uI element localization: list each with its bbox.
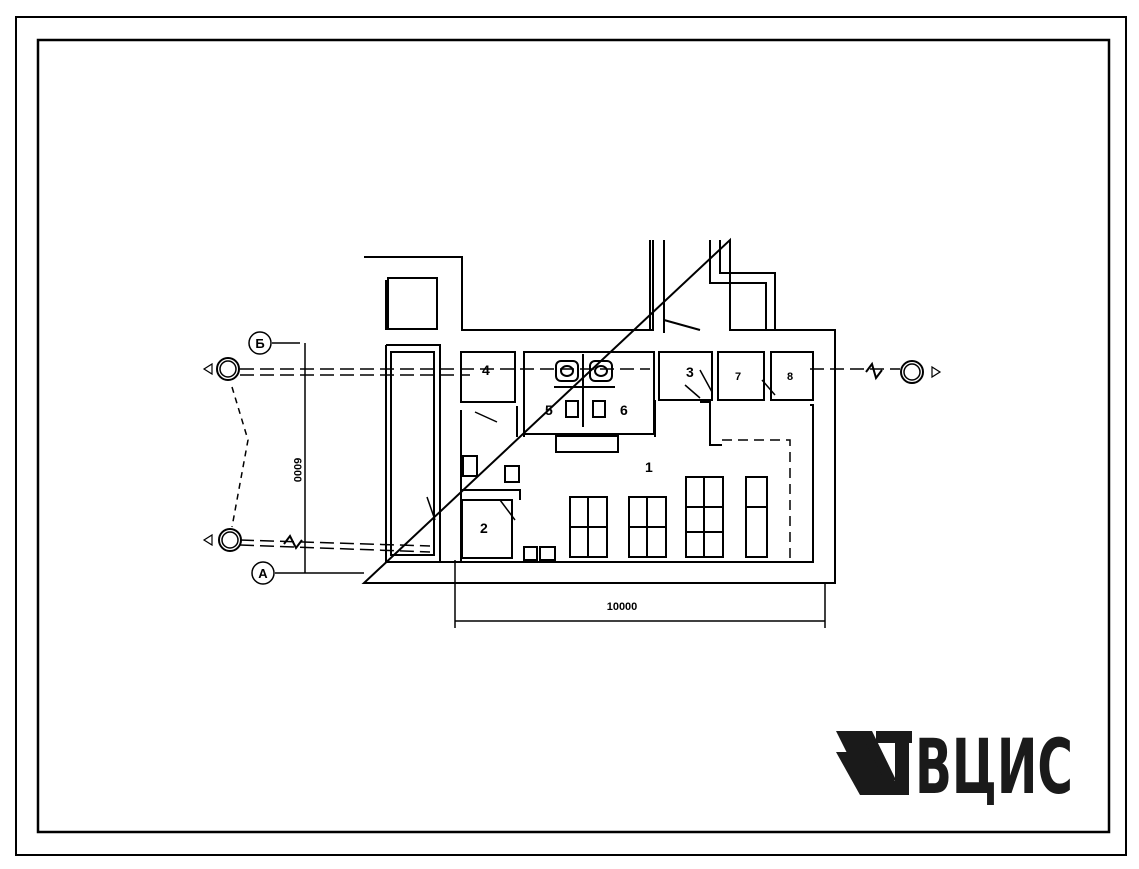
axis-label-top: Б bbox=[255, 336, 264, 351]
wc-block bbox=[523, 351, 655, 435]
building-outline bbox=[361, 237, 836, 584]
inner-frame bbox=[36, 38, 1111, 834]
room-label-2: 2 bbox=[480, 520, 488, 536]
room-2 bbox=[461, 499, 513, 559]
outer-frame bbox=[15, 16, 1127, 856]
floor-plan bbox=[361, 237, 836, 584]
room-label-6: 6 bbox=[620, 402, 628, 418]
room-label-3: 3 bbox=[686, 364, 694, 380]
axis-b-bubble bbox=[248, 331, 272, 355]
axis-label-bottom: А bbox=[258, 566, 268, 581]
room-label-5: 5 bbox=[545, 402, 553, 418]
logo-text: ВЦИС bbox=[915, 722, 1073, 811]
logo-mark-icon bbox=[836, 731, 912, 795]
room-label-4: 4 bbox=[482, 362, 490, 378]
pipelines bbox=[202, 357, 942, 553]
axis-marks bbox=[248, 331, 826, 628]
axis-a-bubble bbox=[251, 561, 275, 585]
locker-4 bbox=[745, 476, 768, 558]
room-label-7: 7 bbox=[735, 371, 741, 383]
room-label-1: 1 bbox=[645, 459, 653, 475]
room-3 bbox=[658, 351, 713, 401]
room-4 bbox=[460, 351, 516, 403]
corridor bbox=[390, 351, 435, 556]
dimension-width: 10000 bbox=[607, 601, 638, 613]
dimension-height: 6000 bbox=[291, 458, 303, 482]
toilet-6 bbox=[589, 360, 613, 382]
extension bbox=[649, 240, 776, 333]
room-7 bbox=[717, 351, 765, 401]
vent-shaft bbox=[387, 277, 438, 330]
washbasin-row bbox=[555, 435, 619, 453]
room-label-8: 8 bbox=[787, 371, 793, 383]
room-8 bbox=[770, 351, 814, 401]
toilet-5 bbox=[555, 360, 579, 382]
